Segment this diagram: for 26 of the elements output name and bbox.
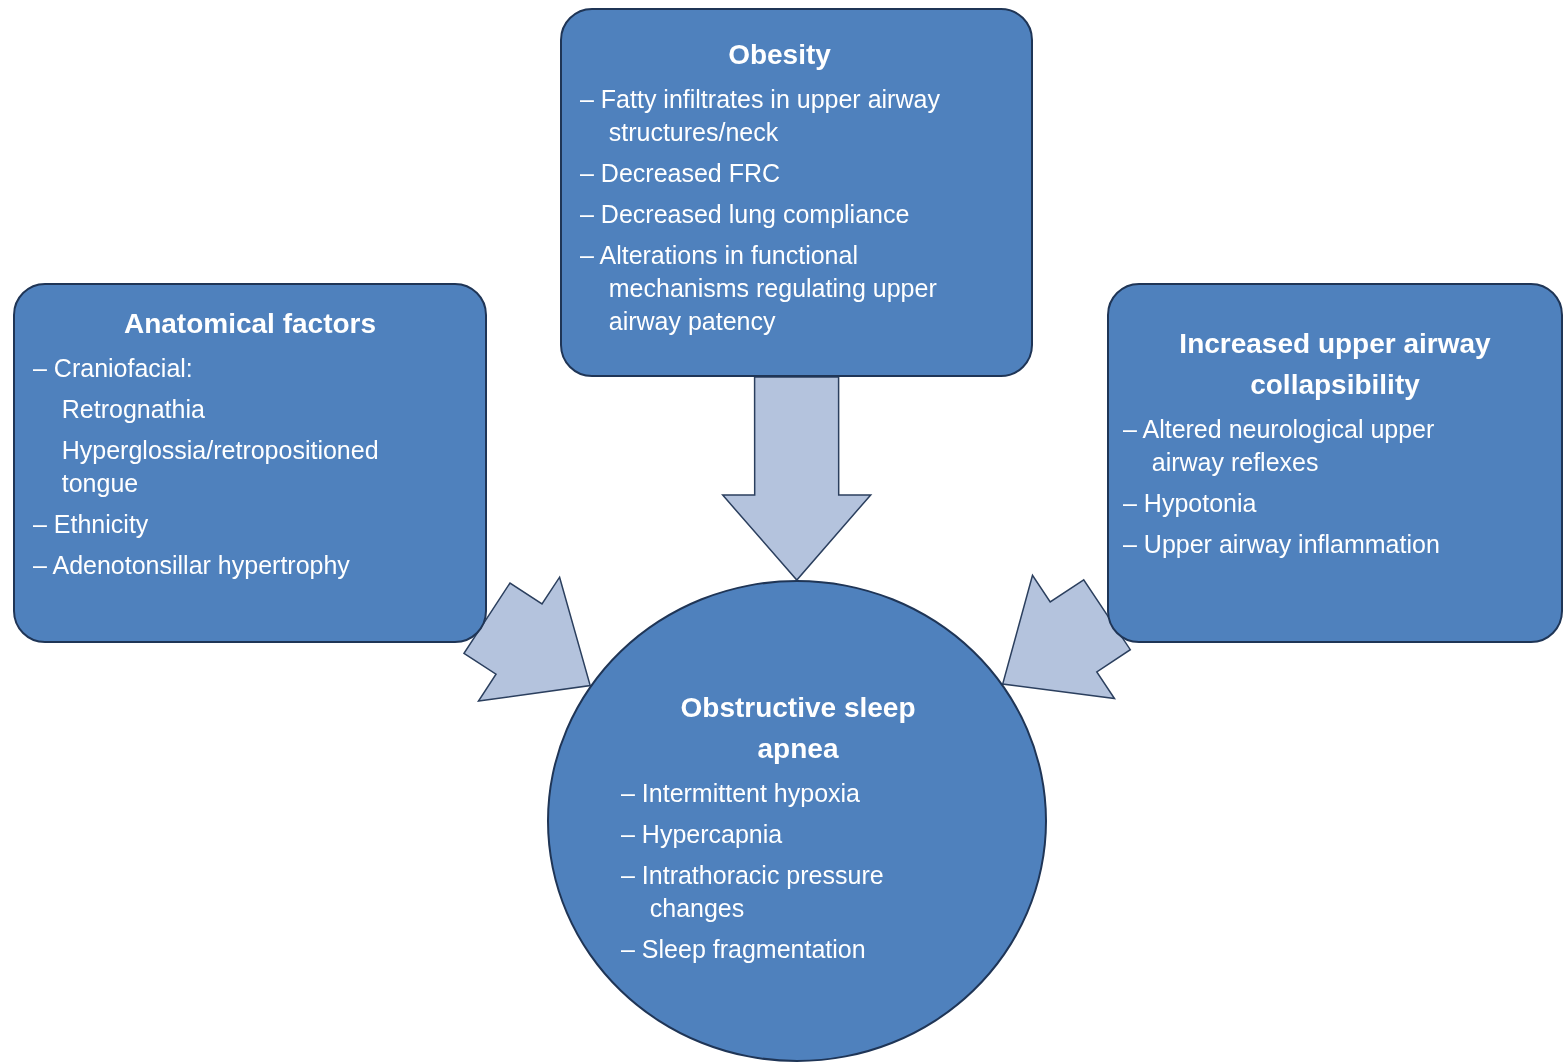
block-arrow: [462, 575, 592, 702]
box-heading: Anatomical factors: [122, 307, 378, 341]
bullet-item: – Hypercapnia: [621, 819, 784, 850]
bullet-item: – Hypotonia: [1123, 488, 1258, 519]
bullet-item: Retrognathia: [60, 394, 206, 425]
box-heading: Obesity: [727, 38, 832, 72]
bullet-item: – Craniofacial:: [33, 353, 194, 384]
bullet-item: – Fatty infiltrates in upper airway structures/neck: [580, 84, 941, 148]
bullet-item: Hyperglossia/retropositioned tongue: [60, 435, 380, 499]
bullet-item: – Intermittent hypoxia: [621, 778, 861, 809]
bullet-item: – Ethnicity: [33, 509, 150, 540]
bullet-item: – Sleep fragmentation: [621, 934, 867, 965]
bullet-item: – Altered neurological upper airway reflexes: [1123, 414, 1436, 478]
bullet-item: – Adenotonsillar hypertrophy: [33, 550, 351, 581]
factor-box: [1107, 283, 1563, 643]
bullet-item: – Decreased lung compliance: [580, 199, 911, 230]
box-heading: Obstructive sleep apnea: [679, 691, 917, 766]
factor-box: [560, 8, 1033, 377]
bullet-item: – Decreased FRC: [580, 158, 782, 189]
block-arrow: [721, 376, 873, 582]
bullet-item: – Intrathoracic pressure changes: [621, 860, 885, 924]
bullet-item: – Upper airway inflammation: [1123, 529, 1441, 560]
box-heading: Increased upper airway collapsibility: [1178, 327, 1492, 402]
block-arrow: [1001, 573, 1132, 700]
bullet-item: – Alterations in functional mechanisms regulating upper airway patency: [580, 240, 938, 337]
factor-box: [13, 283, 487, 643]
